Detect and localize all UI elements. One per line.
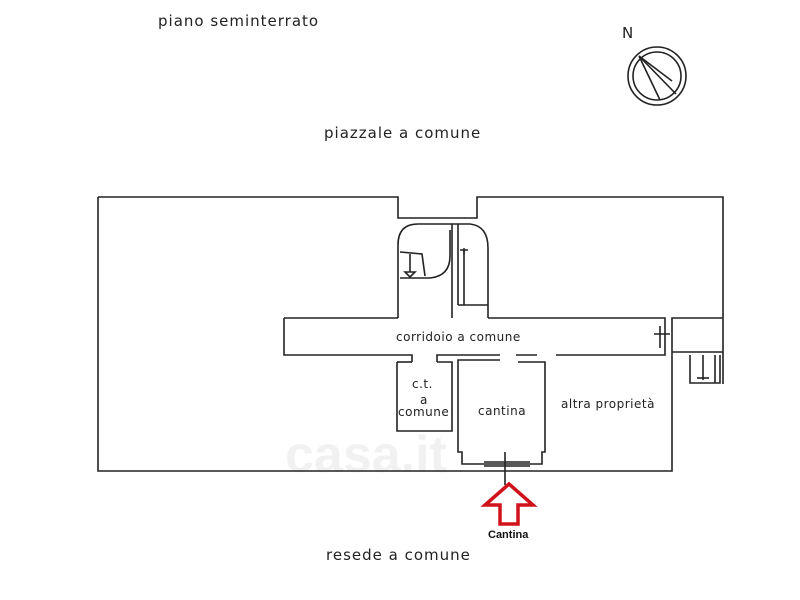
north-compass-icon [627, 46, 687, 106]
cantina-marker-label: Cantina [488, 529, 529, 541]
bottom-area-label: resede a comune [326, 546, 471, 564]
outer-wall [98, 196, 724, 384]
ct-label-3: comune [398, 405, 450, 419]
corridor-label: corridoio a comune [396, 330, 521, 344]
ct-label-2: a [420, 393, 428, 407]
stair-core [397, 223, 453, 318]
ct-label-1: c.t. [412, 377, 433, 391]
ct-room-wall [396, 361, 453, 432]
other-property-label: altra proprietà [561, 397, 655, 411]
cantina-room-label: cantina [478, 404, 527, 418]
cantina-wall [457, 359, 546, 465]
top-area-label: piazzale a comune [324, 124, 482, 142]
outer-wall-left [97, 197, 723, 472]
cantina-arrow-icon [480, 481, 538, 526]
north-label: N [622, 24, 635, 42]
plan-title: piano seminterrato [158, 12, 320, 30]
watermark: casa.it [285, 426, 447, 484]
